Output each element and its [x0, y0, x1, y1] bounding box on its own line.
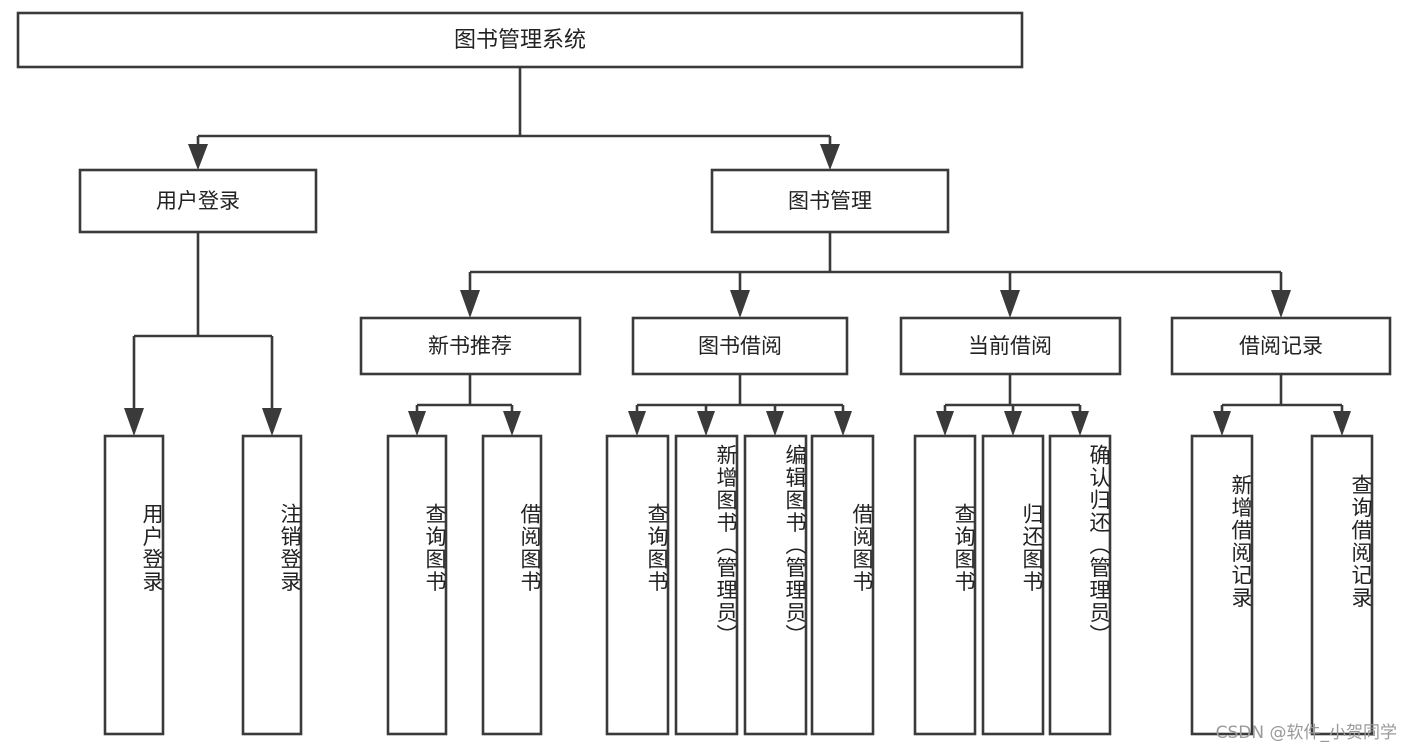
arrow-head-book-borrow — [730, 290, 750, 318]
node-book-management-label: 图书管理 — [788, 189, 872, 213]
node-book-management-box[interactable] — [710, 168, 950, 234]
node-root-label: 图书管理系统 — [454, 28, 586, 53]
node-book-borrow-box[interactable] — [631, 316, 849, 376]
arrow-head-cb-confirm-return — [1071, 411, 1089, 436]
arrow-head-book-mgmt — [820, 144, 840, 170]
arrow-head-bb-query-book — [628, 411, 646, 436]
arrow-head-br-query-record — [1333, 411, 1351, 436]
node-new-book-recommend-box[interactable] — [359, 316, 582, 376]
leaf-box-bb-borrow-book[interactable] — [810, 434, 875, 736]
connector-group-book-mgmt — [460, 232, 1291, 318]
leaf-boxes — [103, 434, 1374, 736]
connector-group-new-book-rec — [408, 374, 521, 436]
arrow-head-bb-edit-book — [766, 411, 784, 436]
node-current-borrow-label: 当前借阅 — [968, 334, 1052, 358]
connector-group-current-borrow — [936, 374, 1089, 436]
leaf-box-logout[interactable] — [241, 434, 303, 736]
arrow-head-new-book-rec — [460, 290, 480, 318]
node-book-borrow-label: 图书借阅 — [698, 334, 782, 358]
node-current-borrow-box[interactable] — [899, 316, 1122, 376]
leaf-box-bb-edit-book[interactable] — [743, 434, 808, 736]
arrow-head-cb-return-book — [1004, 411, 1022, 436]
node-current-borrow[interactable]: 当前借阅 — [899, 316, 1122, 376]
node-borrow-record-label: 借阅记录 — [1239, 334, 1323, 358]
node-root[interactable]: 图书管理系统 — [16, 11, 1024, 69]
arrow-head-nbr-query-book — [408, 411, 426, 436]
leaf-box-bb-add-book[interactable] — [674, 434, 739, 736]
arrow-head-borrow-record — [1271, 290, 1291, 318]
leaf-box-cb-confirm-return[interactable] — [1048, 434, 1112, 736]
arrow-head-leaf-user-login — [124, 408, 144, 436]
leaf-box-user-login[interactable] — [103, 434, 165, 736]
node-user-login[interactable]: 用户登录 — [78, 168, 318, 234]
leaf-box-bb-query-book[interactable] — [605, 434, 670, 736]
arrow-head-cb-query-book — [936, 411, 954, 436]
leaf-box-br-query-record[interactable] — [1310, 434, 1374, 736]
connector-group-borrow-record — [1213, 374, 1351, 436]
arrow-head-leaf-logout — [262, 408, 282, 436]
arrow-head-nbr-borrow-book — [503, 411, 521, 436]
connector-group-book-borrow — [628, 374, 852, 436]
node-new-book-recommend[interactable]: 新书推荐 — [359, 316, 582, 376]
node-borrow-record[interactable]: 借阅记录 — [1170, 316, 1392, 376]
arrow-head-br-add-record — [1213, 411, 1231, 436]
node-book-borrow[interactable]: 图书借阅 — [631, 316, 849, 376]
node-borrow-record-box[interactable] — [1170, 316, 1392, 376]
csdn-watermark: CSDN @软件_小贺同学 — [1215, 723, 1397, 743]
node-user-login-box[interactable] — [78, 168, 318, 234]
node-user-login-label: 用户登录 — [156, 189, 240, 213]
arrow-head-user-login — [188, 144, 208, 170]
node-root-box[interactable] — [16, 11, 1024, 69]
arrow-head-current-borrow — [1000, 290, 1020, 318]
node-book-management[interactable]: 图书管理 — [710, 168, 950, 234]
connector-group-root — [188, 67, 840, 170]
connector-group-user-login — [124, 232, 282, 436]
leaf-box-br-add-record[interactable] — [1190, 434, 1254, 736]
arrow-head-bb-add-book — [697, 411, 715, 436]
arrow-head-bb-borrow-book — [834, 411, 852, 436]
leaf-box-nbr-query-book[interactable] — [386, 434, 448, 736]
node-new-book-recommend-label: 新书推荐 — [428, 334, 512, 358]
leaf-box-cb-query-book[interactable] — [913, 434, 977, 736]
leaf-box-nbr-borrow-book[interactable] — [481, 434, 543, 736]
leaf-box-cb-return-book[interactable] — [981, 434, 1045, 736]
